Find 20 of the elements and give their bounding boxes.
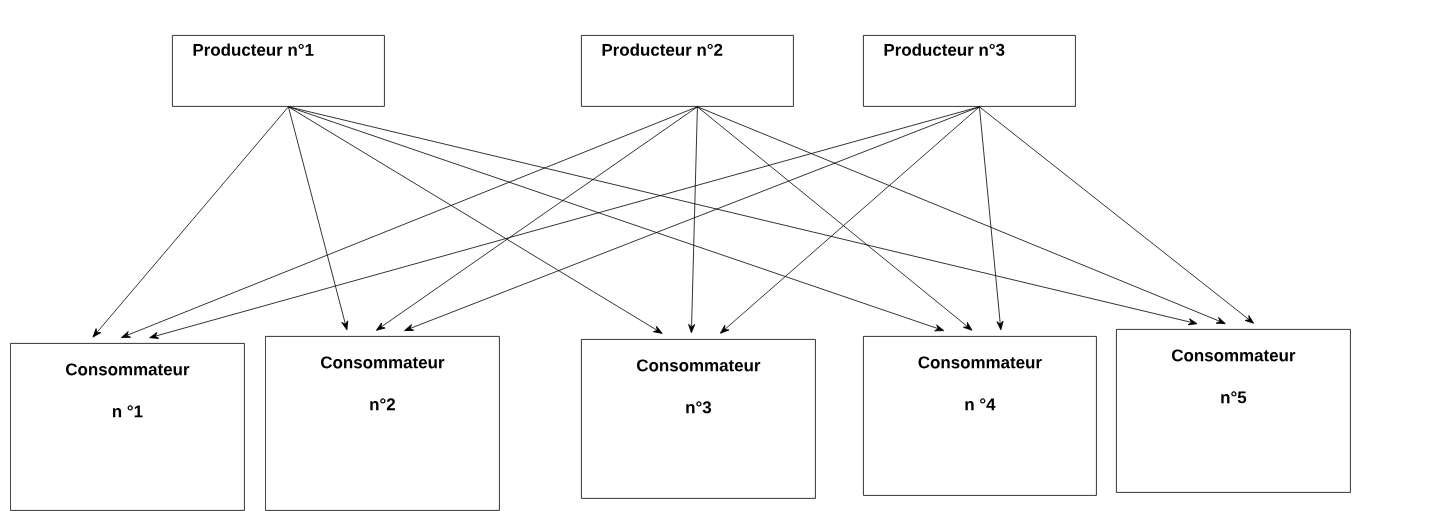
consumer-box: Consommateur n °1: [10, 343, 245, 511]
consumer-box: Consommateur n °4: [863, 336, 1097, 496]
arrow: [404, 106, 980, 331]
arrow: [121, 106, 698, 338]
arrow: [288, 106, 663, 334]
arrow: [288, 106, 1198, 326]
arrow: [288, 106, 945, 332]
arrow: [288, 106, 349, 331]
arrow: [697, 106, 1226, 324]
consumer-box: Consommateur n°5: [1116, 329, 1351, 493]
consumer-box: Consommateur n°2: [265, 336, 500, 511]
arrow: [688, 106, 698, 334]
consumer-box: Consommateur n°3: [581, 339, 816, 499]
arrow: [92, 106, 289, 338]
producer-box: Producteur n°3: [863, 35, 1076, 107]
arrow: [375, 106, 698, 331]
arrow: [979, 106, 1254, 324]
arrow: [979, 106, 1004, 331]
producer-box: Producteur n°2: [581, 35, 794, 107]
producer-box: Producteur n°1: [172, 35, 385, 107]
